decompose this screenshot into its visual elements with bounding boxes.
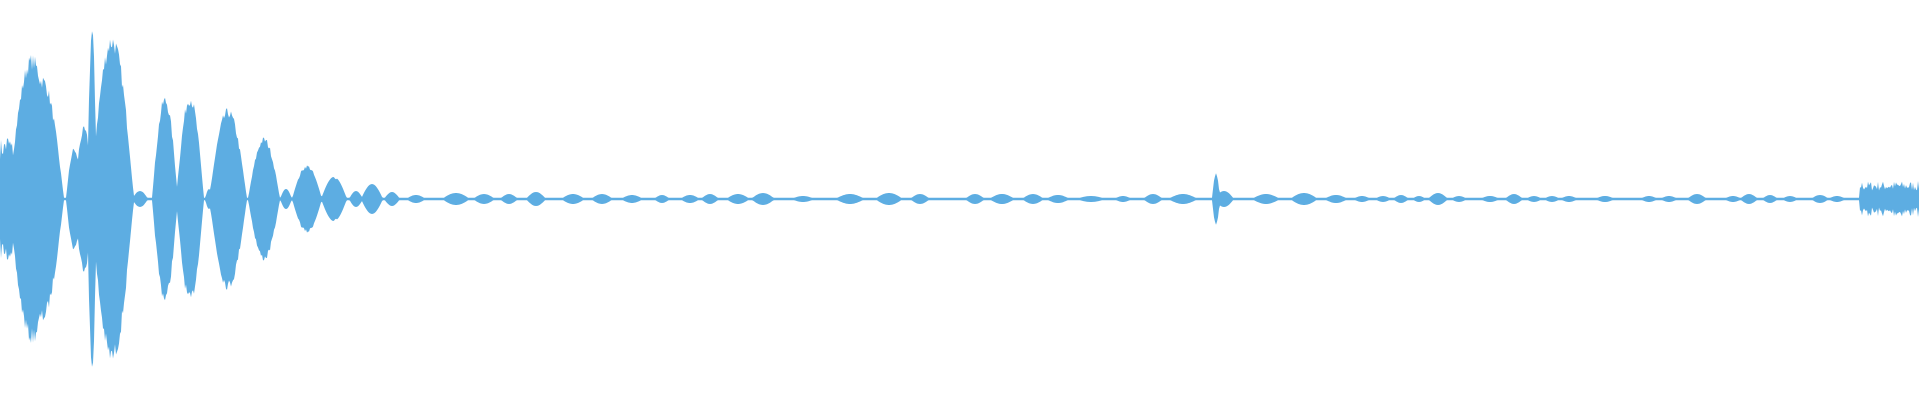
waveform-path bbox=[0, 31, 1919, 367]
waveform-shape bbox=[0, 31, 1919, 367]
